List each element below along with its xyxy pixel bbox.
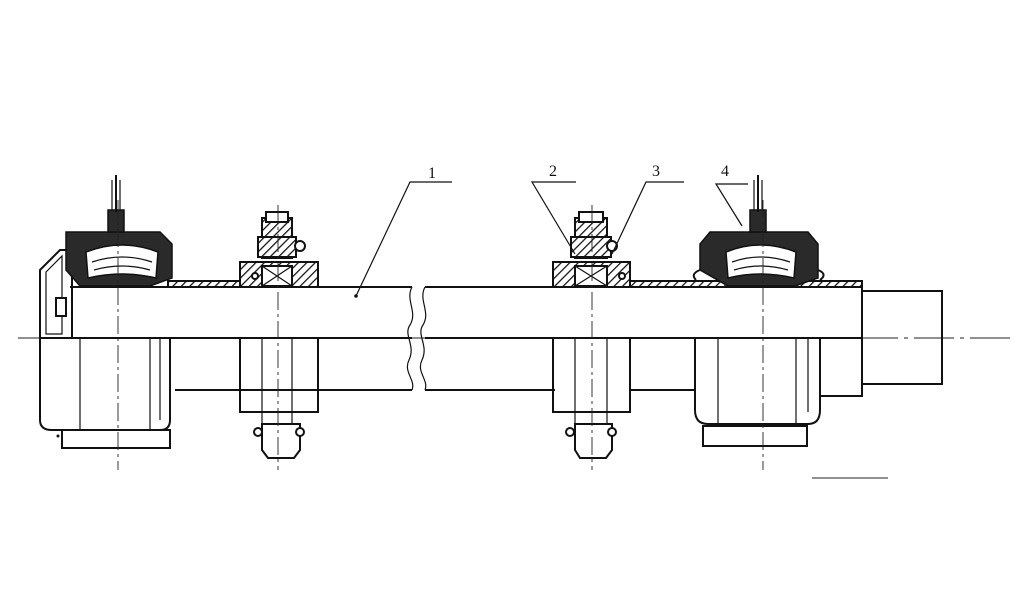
left-collar-assembly [239,205,319,470]
left-bearing-housing [39,175,173,470]
callout-4: 4 [721,163,729,180]
right-bearing-housing [692,175,888,479]
callout-3: 3 [652,163,660,180]
main-shaft [70,280,943,397]
right-collar-assembly [552,205,631,470]
callout-1: 1 [428,165,436,182]
leader-lines [354,181,748,298]
callout-2: 2 [549,163,557,180]
